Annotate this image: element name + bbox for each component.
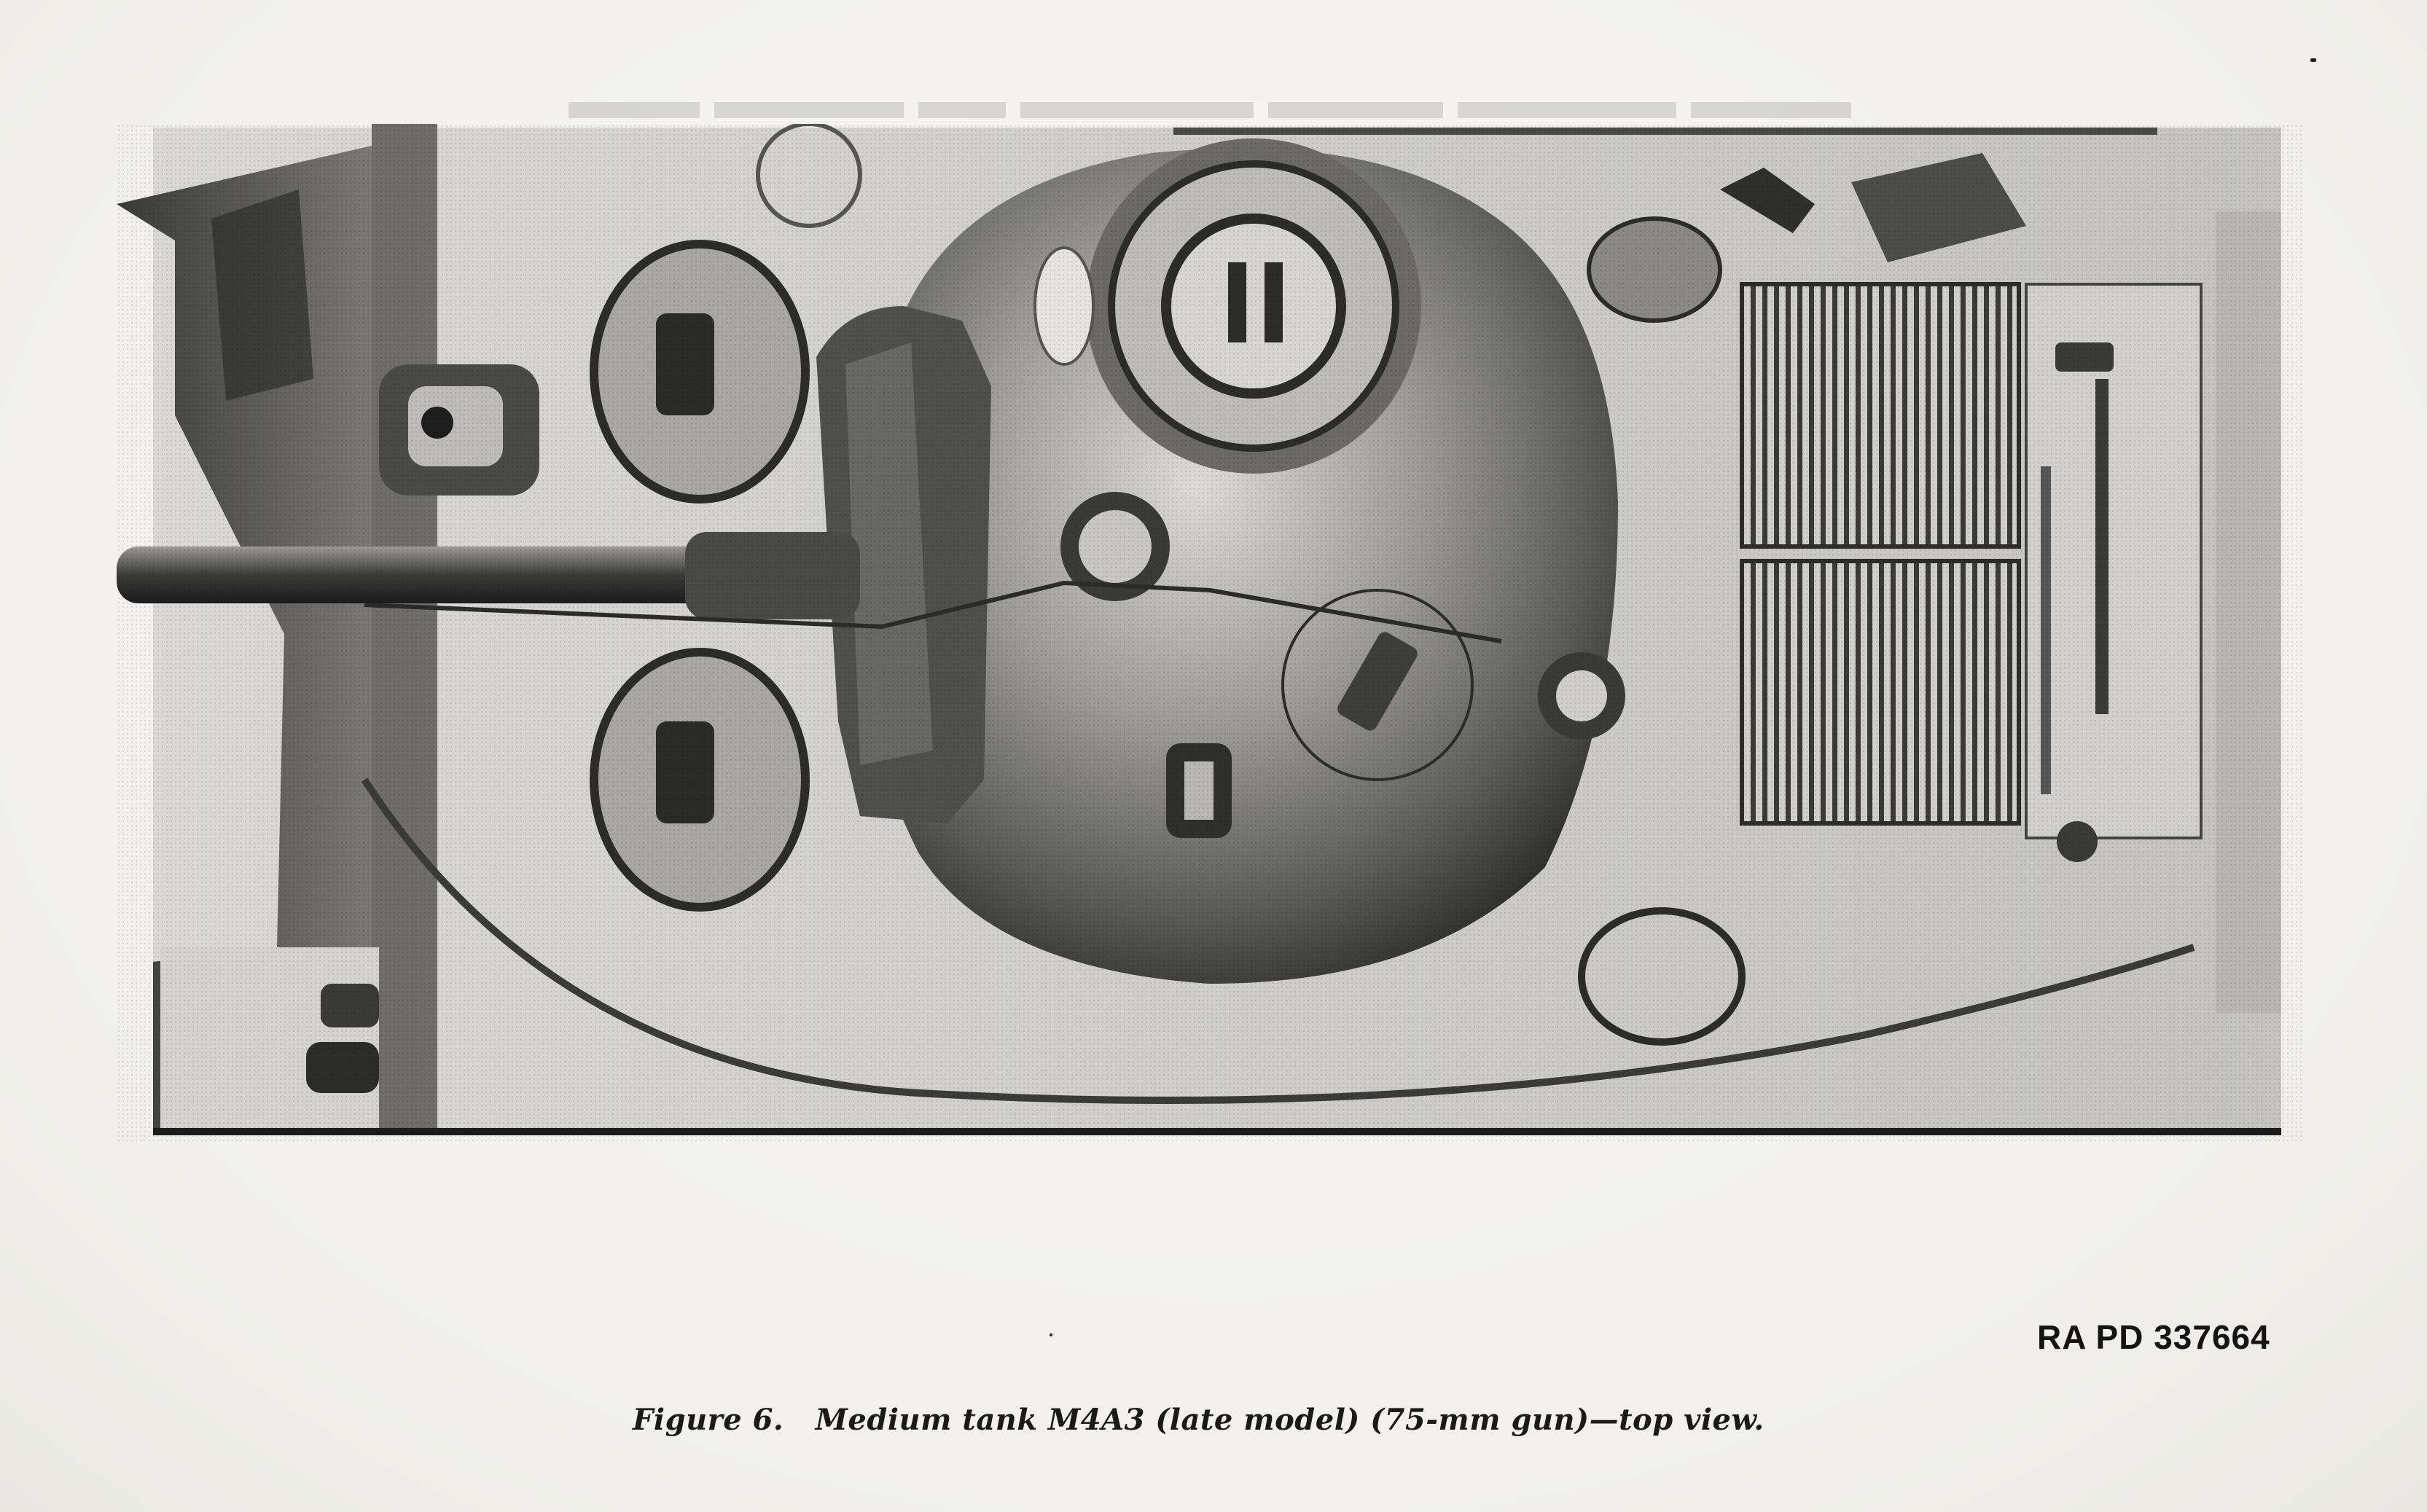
figure-label: Figure 6. (633, 1403, 784, 1437)
figure-caption: Figure 6. Medium tank M4A3 (late model) … (633, 1403, 1764, 1437)
reverse-page-bleed (568, 102, 1851, 118)
plate-reference-number: RA PD 337664 (2037, 1318, 2270, 1356)
scan-speck (1050, 1333, 1052, 1336)
figure-title: Medium tank M4A3 (late model) (75-mm gun… (815, 1403, 1764, 1437)
scan-speck (2310, 58, 2316, 62)
tank-top-view-photo (117, 124, 2303, 1144)
